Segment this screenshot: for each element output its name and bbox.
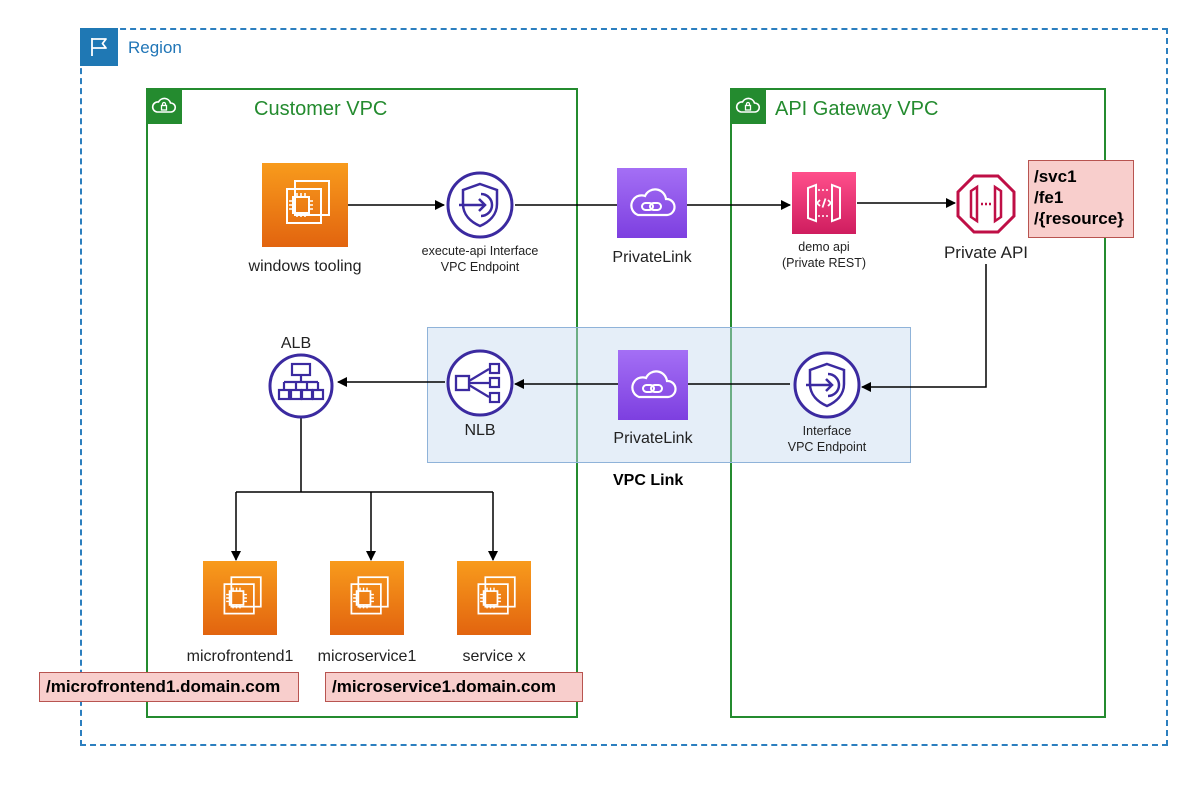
execute-api-endpoint-line2: VPC Endpoint (440, 260, 520, 274)
microfrontend-domain-note: /microfrontend1.domain.com (39, 672, 299, 702)
ec2-instance-icon (330, 561, 404, 635)
resource-path: /{resource} (1034, 209, 1124, 228)
execute-api-endpoint-label: execute-api Interface VPC Endpoint (400, 243, 560, 275)
microservice1-label: microservice1 (317, 648, 417, 665)
ec2-instance-icon (457, 561, 531, 635)
resource-path: /fe1 (1034, 188, 1064, 207)
privatelink-icon (617, 168, 687, 238)
ec2-instance-icon (262, 163, 348, 247)
private-api-icon (955, 173, 1017, 235)
resources-note: /svc1 /fe1 /{resource} (1028, 160, 1134, 238)
demo-api-line1: demo api (798, 240, 850, 254)
api-gateway-icon (792, 172, 856, 234)
vpc-endpoint-icon (792, 350, 862, 420)
vpc-link-label: VPC Link (613, 472, 684, 489)
windows-tooling-label: windows tooling (248, 258, 362, 275)
api-gateway-vpc-boundary (730, 88, 1106, 718)
privatelink-top-label: PrivateLink (612, 249, 692, 266)
load-balancer-icon (267, 352, 335, 420)
api-gateway-vpc-label: API Gateway VPC (775, 98, 939, 120)
region-boundary (80, 28, 1168, 746)
network-load-balancer-icon (445, 348, 515, 418)
customer-vpc-label: Customer VPC (254, 98, 388, 120)
cloud-lock-icon (730, 88, 766, 124)
customer-vpc-boundary (146, 88, 578, 718)
demo-api-line2: (Private REST) (781, 256, 867, 270)
microfrontend1-label: microfrontend1 (186, 648, 294, 665)
private-api-label: Private API (943, 243, 1029, 262)
flag-icon (80, 28, 118, 66)
microservice-domain-note: /microservice1.domain.com (325, 672, 583, 702)
nlb-label: NLB (464, 422, 496, 439)
interface-endpoint-line1: Interface (802, 424, 852, 438)
alb-label: ALB (280, 335, 312, 352)
cloud-lock-icon (146, 88, 182, 124)
interface-endpoint-label: Interface VPC Endpoint (757, 423, 897, 455)
service-x-label: service x (462, 648, 526, 665)
demo-api-label: demo api (Private REST) (759, 239, 889, 271)
interface-endpoint-line2: VPC Endpoint (787, 440, 867, 454)
ec2-instance-icon (203, 561, 277, 635)
privatelink-icon (618, 350, 688, 420)
execute-api-endpoint-line1: execute-api Interface (421, 244, 539, 258)
privatelink-bottom-label: PrivateLink (613, 430, 693, 447)
region-label: Region (128, 38, 182, 57)
vpc-endpoint-icon (445, 170, 515, 240)
resource-path: /svc1 (1034, 167, 1077, 186)
